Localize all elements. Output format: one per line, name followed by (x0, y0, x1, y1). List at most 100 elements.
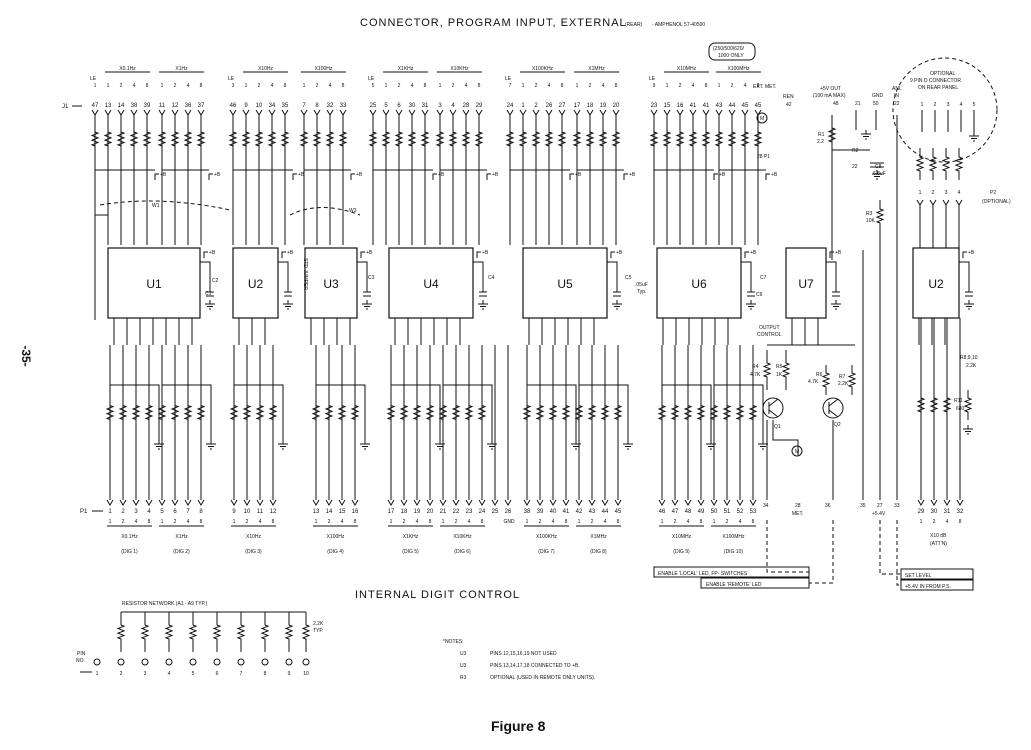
r5-symbol (781, 350, 791, 390)
set-level-box (900, 568, 974, 580)
top-weight-8-1: 2 (679, 83, 682, 89)
pulldown-ground (623, 440, 633, 450)
network-pin-9 (302, 658, 310, 666)
pin-symbol (243, 499, 251, 506)
cap-ground (964, 300, 974, 310)
from-ps-box (900, 579, 974, 591)
plusb-chip-2-label: +B (366, 250, 373, 256)
p2-label: P2 (990, 190, 996, 196)
plusb-chip-5-wire (744, 251, 749, 258)
pin-symbol (325, 499, 333, 506)
top-weight-0-3: 8 (146, 83, 149, 89)
pin-28-bottom: 28 (795, 503, 801, 509)
bottom-pin-6-0: 38 (524, 509, 531, 515)
pin-symbol (723, 499, 731, 506)
pullup-resistor (228, 118, 238, 160)
network-pin-0 (93, 658, 101, 666)
bottom-pin-7-0: 42 (576, 509, 583, 515)
top-pin-7-3: 20 (613, 103, 620, 109)
pulldown-resistor (412, 395, 422, 430)
top-weight-3-2: 4 (329, 83, 332, 89)
plusb-top-9-label: +B (771, 172, 778, 178)
bottom-pin-2-1: 10 (244, 509, 251, 515)
top-weight-9-2: 4 (744, 83, 747, 89)
r5-value: 1K (776, 372, 783, 378)
bottom-group-freq-2: X10Hz (246, 534, 262, 540)
pullup-resistor (753, 118, 763, 160)
top-pin-5-0: 3 (438, 103, 442, 109)
top-weight-0-2: 4 (133, 83, 136, 89)
bottom-weight-5-2: 4 (468, 519, 471, 525)
bottom-weight-4-0: 1 (390, 519, 393, 525)
pin-symbol (684, 499, 692, 506)
chip-body-7 (785, 247, 827, 319)
chip-label-8: U2 (928, 277, 944, 291)
bottom-group-freq-8: X10MHz (672, 534, 692, 540)
bottom-pin-3-1: 14 (326, 509, 333, 515)
att-resistor (916, 390, 926, 420)
pin-symbol (255, 109, 263, 116)
bottom-pin-2-2: 11 (257, 509, 264, 515)
top-group-freq-8: X10MHz (677, 66, 697, 72)
bottom-pin-6-3: 41 (563, 509, 570, 515)
plusb-chip-7-label: +B (968, 250, 975, 256)
network-resistor-5 (212, 612, 222, 652)
pin-symbol (558, 109, 566, 116)
pulldown-ground (706, 440, 716, 450)
pin-symbol (715, 109, 723, 116)
bottom-pin-7-1: 43 (589, 509, 596, 515)
le-index-4: 5 (372, 83, 375, 89)
top-group-freq-0: X0.1Hz (119, 66, 136, 72)
p2-pin-wire (955, 199, 963, 248)
pulldown-resistor (105, 395, 115, 430)
diagram-title-part: - AMPHENOL 57-40500 (652, 22, 705, 28)
pullup-resistor (103, 118, 113, 160)
top-pin-9-1: 44 (729, 103, 736, 109)
pin-symbol (91, 109, 99, 116)
pullup-resistor (142, 118, 152, 160)
r7-symbol (847, 365, 857, 395)
cap-ground (362, 300, 372, 310)
note-2-text: PINS 13,14,17,18 CONNECTED TO +B. (490, 663, 580, 669)
bottom-weight-1-0: 1 (161, 519, 164, 525)
chip-label-3: U3 (323, 277, 339, 291)
q2-label: Q2 (834, 422, 841, 428)
network-pin-num-9: 10 (303, 671, 309, 677)
c8-symbol (870, 162, 884, 168)
top-weight-2-1: 2 (258, 83, 261, 89)
bottom-group-dig-6: (DIG 7) (538, 549, 555, 555)
top-weight-2-2: 4 (271, 83, 274, 89)
top-weight-9-3: 8 (757, 83, 760, 89)
ren-label: REN (783, 94, 794, 100)
network-resistor-7 (260, 612, 270, 652)
enable-remote: ENABLE 'REMOTE' LED (706, 582, 762, 588)
bottom-weight-3-0: 1 (315, 519, 318, 525)
pin-symbol (313, 109, 321, 116)
r3-label: R3 (866, 211, 873, 217)
pulldown-resistor (350, 395, 360, 430)
pulldown-resistor (748, 395, 758, 430)
c5-value-2: Typ. (637, 289, 646, 295)
top-weight-1-1: 2 (174, 83, 177, 89)
pin-symbol (702, 109, 710, 116)
network-pin-8 (285, 658, 293, 666)
plusb-chip-5-label: +B (750, 250, 757, 256)
pullup-resistor (299, 118, 309, 160)
bottom-gnd-label: GND (503, 519, 515, 525)
pin-symbol (413, 499, 421, 506)
top-weight-7-0: 1 (576, 83, 579, 89)
decoupling-wire (826, 261, 837, 292)
bottom-pin-2-3: 12 (270, 509, 277, 515)
plusb-chip-4-label: +B (616, 250, 623, 256)
pin-symbol (197, 499, 205, 506)
le-label-2: LE (228, 76, 235, 82)
pulldown-resistor (337, 395, 347, 430)
top-pin-5-3: 29 (476, 103, 483, 109)
top-pin-3-2: 32 (327, 103, 334, 109)
plusb-top-1-label: +B (214, 172, 221, 178)
bottom-group-freq-1: X1Hz (175, 534, 188, 540)
top-pin-6-1: 1 (521, 103, 525, 109)
bottom-weight-9-2: 4 (739, 519, 742, 525)
top-pin-4-0: 25 (370, 103, 377, 109)
